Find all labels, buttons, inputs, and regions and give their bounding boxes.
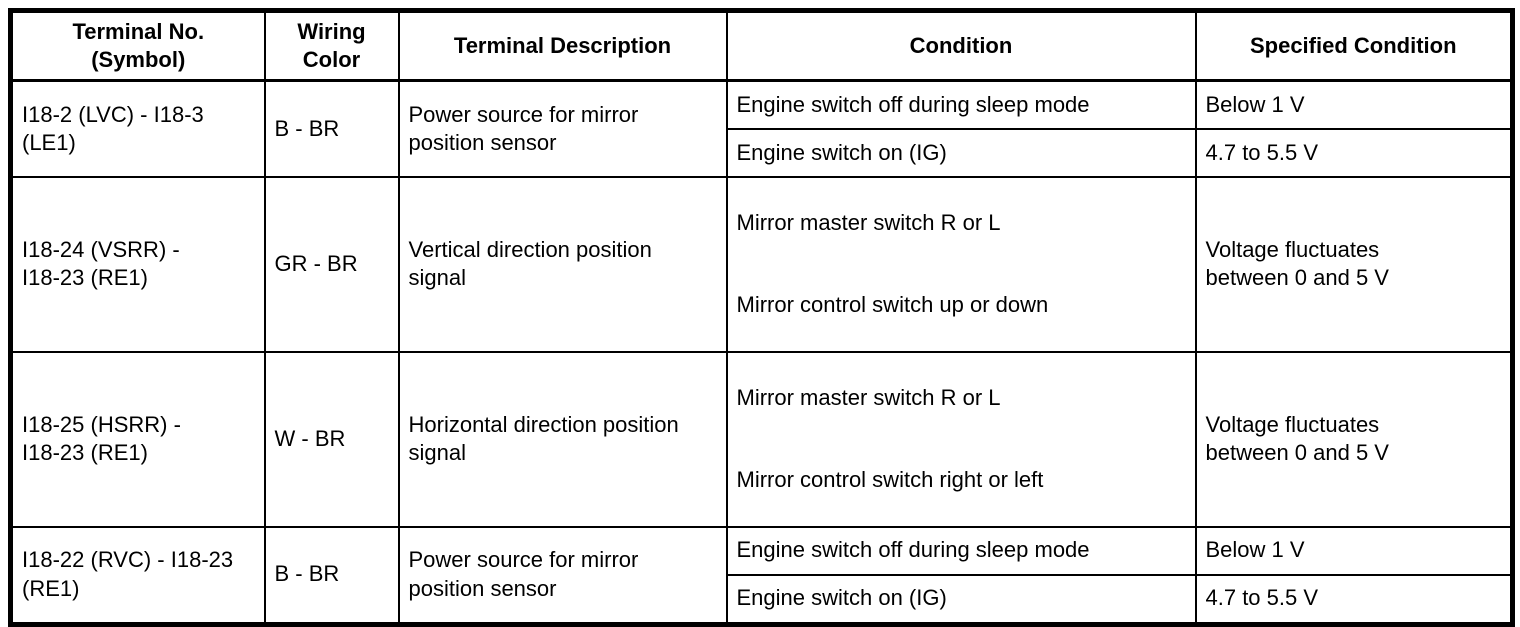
terminal-condition-table: Terminal No. (Symbol) Wiring Color Termi… xyxy=(8,8,1515,627)
condition-line: Mirror control switch up or down xyxy=(736,292,1049,318)
terminal-cell: I18-25 (HSRR) - I18-23 (RE1) xyxy=(9,350,266,528)
table-row: Engine switch on (IG) 4.7 to 5.5 V xyxy=(11,128,1514,178)
wiring-color-cell: GR - BR xyxy=(263,176,400,353)
table-row: I18-22 (RVC) - I18-23 (RE1) B - BR Power… xyxy=(9,525,1514,626)
table-row: I18-25 (HSRR) - I18-23 (RE1) W - BR Hori… xyxy=(9,350,1514,528)
header-terminal-no: Terminal No. (Symbol) xyxy=(9,9,266,82)
description-cell: Horizontal direction position signal xyxy=(397,350,728,528)
table-row: I18-2 (LVC) - I18-3 (LE1) B - BR Power s… xyxy=(9,79,1514,178)
specified-condition-cell: Below 1 V xyxy=(1194,525,1514,576)
terminal-cell: I18-22 (RVC) - I18-23 (RE1) xyxy=(9,525,266,626)
wiring-color-cell: B - BR xyxy=(263,525,400,626)
header-row: Terminal No. (Symbol) Wiring Color Termi… xyxy=(9,9,1514,82)
header-specified-condition: Specified Condition xyxy=(1194,9,1514,82)
condition-cell: Mirror master switch R or L Mirror contr… xyxy=(725,176,1197,353)
header-condition: Condition xyxy=(725,9,1197,82)
table-header: Terminal No. (Symbol) Wiring Color Termi… xyxy=(9,9,1514,82)
terminal-cell: I18-2 (LVC) - I18-3 (LE1) xyxy=(9,79,266,178)
specified-condition-cell: 4.7 to 5.5 V xyxy=(1194,128,1514,178)
specified-condition-cell: 4.7 to 5.5 V xyxy=(1194,573,1514,626)
condition-cell: Engine switch on (IG) xyxy=(725,573,1197,626)
condition-line: Mirror master switch R or L xyxy=(736,210,1001,236)
description-cell: Power source for mirror position sensor xyxy=(397,525,728,626)
condition-cell: Engine switch off during sleep mode xyxy=(725,525,1197,576)
header-terminal-description: Terminal Description xyxy=(397,9,728,82)
condition-cell: Engine switch off during sleep mode xyxy=(725,79,1197,130)
condition-line: Mirror master switch R or L xyxy=(736,384,1001,410)
description-cell: Vertical direction position signal xyxy=(397,176,728,353)
specified-condition-cell: Voltage fluctuates between 0 and 5 V xyxy=(1194,350,1514,528)
table-body: I18-2 (LVC) - I18-3 (LE1) B - BR Power s… xyxy=(9,79,1514,626)
table-row: I18-24 (VSRR) - I18-23 (RE1) GR - BR Ver… xyxy=(9,176,1514,353)
condition-cell: Mirror master switch R or L Mirror contr… xyxy=(725,350,1197,528)
specified-condition-cell: Voltage fluctuates between 0 and 5 V xyxy=(1194,176,1514,353)
wiring-color-cell: B - BR xyxy=(263,79,400,178)
wiring-color-cell: W - BR xyxy=(263,350,400,528)
description-cell: Power source for mirror position sensor xyxy=(397,79,728,178)
header-wiring-color: Wiring Color xyxy=(263,9,400,82)
condition-cell: Engine switch on (IG) xyxy=(725,128,1197,178)
condition-line: Mirror control switch right or left xyxy=(736,467,1044,493)
terminal-cell: I18-24 (VSRR) - I18-23 (RE1) xyxy=(9,176,266,353)
specified-condition-cell: Below 1 V xyxy=(1194,79,1514,130)
